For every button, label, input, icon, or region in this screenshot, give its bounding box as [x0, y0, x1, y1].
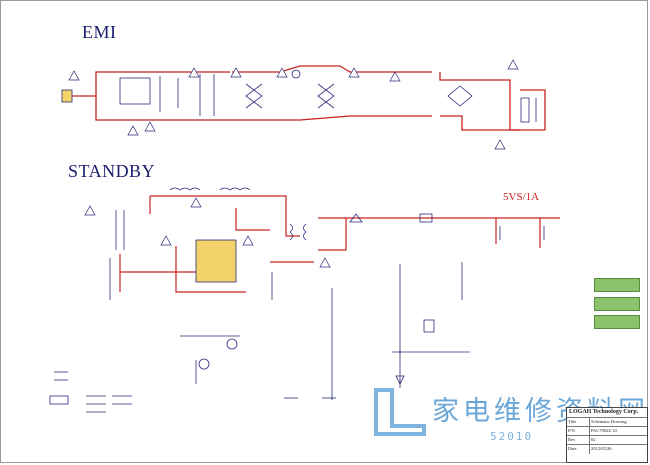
title-block-key: Date	[568, 446, 577, 451]
title-block-value: 02	[591, 437, 596, 442]
title-block-row: Title Schematic Drawing	[567, 417, 647, 427]
title-block-row: Rev 02	[567, 435, 647, 445]
watermark-url: 52010	[490, 430, 534, 443]
title-block-value: PAC7902Z.10	[591, 428, 617, 433]
title-block: LOGAH Technology Corp. Title Schematic D…	[566, 407, 648, 463]
warning-triangles	[68, 59, 519, 268]
standby-section-title: STANDBY	[68, 161, 156, 181]
test-point-block-2	[594, 297, 640, 311]
title-block-row: P/N PAC7902Z.10	[567, 426, 647, 436]
emi-section-title: EMI	[82, 22, 117, 42]
title-block-company: LOGAH Technology Corp.	[569, 409, 639, 415]
title-block-row: Date 2012/05/26	[567, 444, 647, 454]
emi-components	[61, 69, 537, 123]
title-block-key: Rev	[568, 437, 576, 442]
test-point-block-3	[594, 315, 640, 329]
standby-components	[49, 187, 545, 413]
output-rating-label: 5VS/1A	[503, 191, 540, 203]
standby-wires	[119, 195, 560, 293]
emi-wires	[70, 65, 546, 131]
title-block-value: Schematic Drawing	[591, 419, 627, 424]
title-block-value: 2012/05/26	[591, 446, 612, 451]
test-point-block-1	[594, 278, 640, 292]
watermark-logo-icon	[374, 388, 426, 436]
title-block-key: Title	[568, 419, 577, 424]
title-block-key: P/N	[568, 428, 576, 433]
